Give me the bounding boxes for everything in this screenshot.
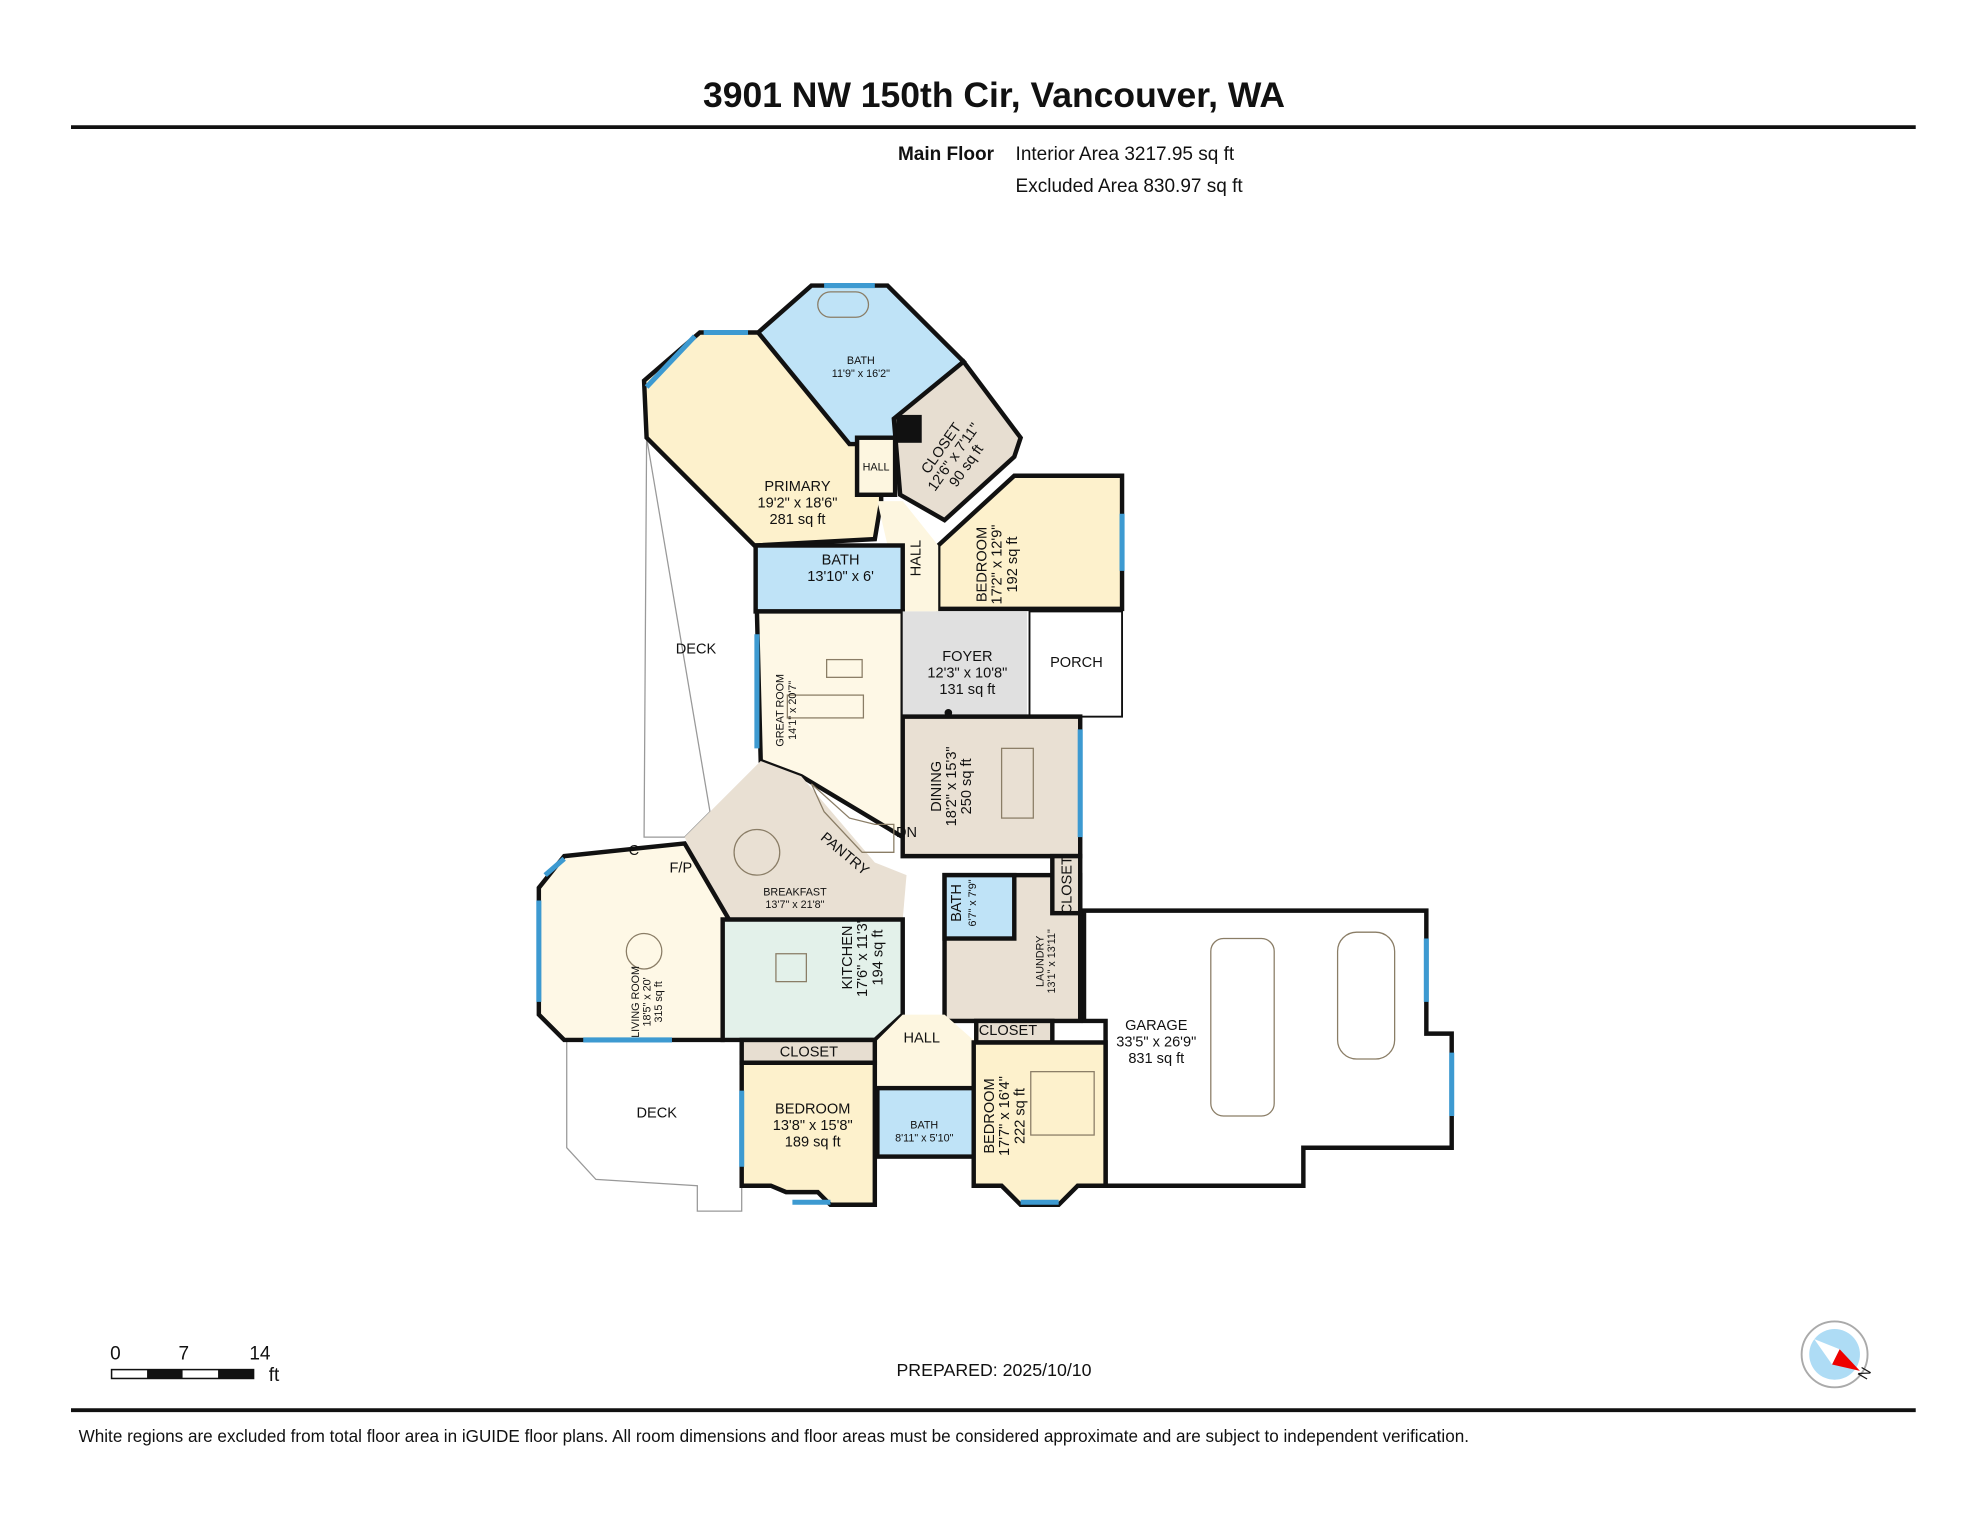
chimney-block — [896, 414, 922, 443]
bath-3-name: BATH — [949, 884, 965, 922]
dining-area: 250 sq ft — [959, 758, 975, 814]
primary-area: 281 sq ft — [770, 512, 826, 528]
kitchen-dims: 17'6" x 11'3" — [855, 918, 871, 997]
bath-4-dims: 8'11" x 5'10" — [895, 1132, 953, 1144]
car-2 — [1336, 931, 1396, 1060]
primary-bath-dims: 11'9" x 16'2" — [832, 368, 890, 380]
stairs-icon — [810, 783, 895, 853]
deck-south-label: DECK — [636, 1105, 677, 1121]
page-title: 3901 NW 150th Cir, Vancouver, WA — [703, 75, 1285, 115]
doorbell-icon — [944, 709, 953, 717]
bedroom-ne-name: BEDROOM — [974, 527, 990, 602]
great-room-name: GREAT ROOM — [775, 674, 787, 747]
scale-tick-14: 14 — [249, 1343, 271, 1364]
dining-name: DINING — [929, 761, 945, 812]
bedroom-se-area: 222 sq ft — [1012, 1088, 1028, 1144]
cooktop-island — [775, 953, 807, 983]
exterior-areas — [566, 437, 1454, 1212]
excluded-area: Excluded Area 830.97 sq ft — [1016, 176, 1244, 197]
garage-dims: 33'5" x 26'9" — [1116, 1034, 1196, 1050]
interior-area: Interior Area 3217.95 sq ft — [1016, 144, 1235, 165]
porch-outline — [1028, 610, 1124, 718]
bedroom-sw-area: 189 sq ft — [785, 1134, 841, 1150]
bedroom-ne-dims: 17'2" x 12'9" — [990, 525, 1006, 605]
living-room-area: 315 sq ft — [653, 981, 665, 1022]
room-hall-upper — [854, 435, 898, 497]
bedroom-sw-name: BEDROOM — [775, 1101, 850, 1117]
room-kitchen — [720, 917, 905, 1043]
primary-bath-name: BATH — [847, 355, 875, 367]
scale-unit: ft — [269, 1365, 280, 1386]
dining-table — [1000, 747, 1034, 819]
room-hall-mid — [877, 501, 939, 612]
breakfast-name: BREAKFAST — [763, 886, 827, 898]
scale-tick-7: 7 — [179, 1343, 190, 1364]
porch-label: PORCH — [1050, 655, 1103, 671]
bath-4-name: BATH — [910, 1120, 938, 1132]
hall-mid-label: HALL — [908, 540, 924, 576]
room-hall-lower — [874, 1014, 977, 1089]
laundry-dims: 13'1" x 13'11" — [1046, 929, 1058, 993]
footer-disclaimer: White regions are excluded from total fl… — [79, 1427, 1469, 1446]
great-room-dims: 14'1" x 20'7" — [787, 681, 799, 740]
room-bedroom-sw — [739, 1060, 878, 1207]
prepared-date: PREPARED: 2025/10/10 — [896, 1360, 1091, 1380]
bath-2-name: BATH — [822, 553, 860, 569]
living-table — [625, 932, 663, 970]
north-arrow-compass-icon: N — [1800, 1320, 1875, 1389]
bedroom-sw-dims: 13'8" x 15'8" — [773, 1118, 853, 1134]
laundry-name: LAUNDRY — [1034, 936, 1046, 987]
room-foyer — [902, 611, 1027, 717]
rooms — [536, 283, 1125, 1207]
coffee-table — [826, 658, 863, 678]
stairs-down-label: DN — [896, 825, 917, 841]
foyer-dims: 12'3" x 10'8" — [927, 665, 1007, 681]
kitchen-name: KITCHEN — [840, 926, 856, 990]
dining-dims: 18'2" x 15'3" — [944, 746, 960, 826]
room-primary-closet — [891, 358, 1024, 523]
hall-upper-label: HALL — [863, 462, 890, 474]
foyer-area: 131 sq ft — [939, 682, 995, 698]
closet-laundry-label: CLOSET — [1059, 856, 1075, 914]
room-bath-3 — [942, 872, 1017, 941]
deck-west-outline — [643, 437, 711, 838]
primary-name: PRIMARY — [764, 479, 830, 495]
compass-north-label: N — [1855, 1365, 1875, 1383]
garage-area: 831 sq ft — [1128, 1051, 1184, 1067]
closet-sw-label: CLOSET — [780, 1044, 838, 1060]
scale-tick-0: 0 — [110, 1343, 121, 1364]
bed-se — [1030, 1071, 1095, 1136]
scale-bar: 0 7 14 ft — [110, 1343, 280, 1386]
deck-west-label: DECK — [676, 641, 717, 657]
fireplace-label: F/P — [669, 861, 692, 877]
room-breakfast — [684, 761, 907, 920]
breakfast-dims: 13'7" x 21'8" — [765, 899, 824, 911]
furniture — [625, 291, 1396, 1136]
bedroom-ne-area: 192 sq ft — [1005, 537, 1021, 593]
deck-south-outline — [566, 1039, 743, 1212]
sofa — [786, 694, 865, 719]
bedroom-se-dims: 17'7" x 16'4" — [997, 1076, 1013, 1156]
bath-2-dims: 13'10" x 6' — [807, 569, 874, 585]
bath-3-dims: 6'7" x 7'9" — [967, 879, 979, 926]
garage-name: GARAGE — [1125, 1018, 1188, 1034]
room-closet-laundry — [1050, 853, 1083, 916]
closet-se-label: CLOSET — [979, 1023, 1037, 1039]
c-closet-label: C — [629, 843, 640, 859]
room-bedroom-se — [971, 1040, 1108, 1207]
kitchen-area: 194 sq ft — [870, 930, 886, 986]
windows — [536, 283, 1455, 1205]
breakfast-table — [733, 828, 781, 876]
car-1 — [1210, 937, 1275, 1117]
floor-name: Main Floor — [898, 144, 995, 165]
room-great-room — [754, 609, 905, 842]
hall-lower-label: HALL — [903, 1030, 939, 1046]
foyer-name: FOYER — [942, 649, 992, 665]
primary-dims: 19'2" x 18'6" — [758, 495, 838, 511]
bedroom-se-name: BEDROOM — [982, 1078, 998, 1153]
bathtub — [817, 291, 870, 318]
living-room-name: LIVING ROOM — [630, 966, 642, 1038]
living-room-dims: 18'5" x 20' — [641, 977, 653, 1026]
